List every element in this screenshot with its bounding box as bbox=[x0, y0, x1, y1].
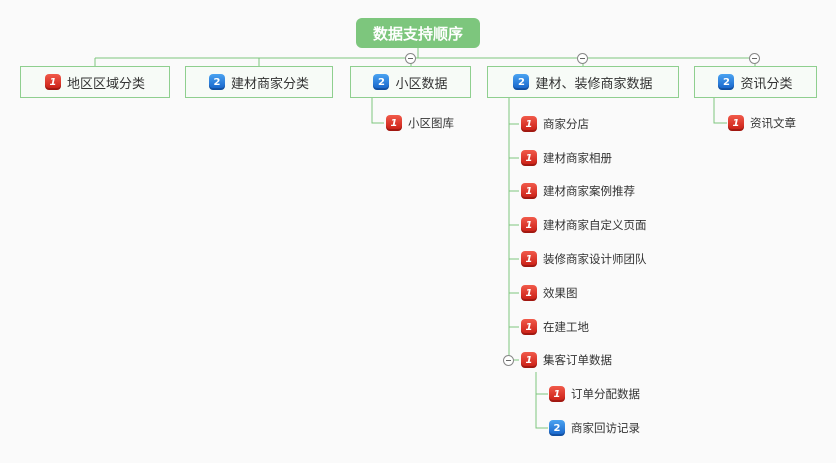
subtopic[interactable]: 2 商家回访记录 bbox=[549, 417, 640, 439]
priority-1-icon: 1 bbox=[521, 285, 537, 301]
subtopic-label: 商家回访记录 bbox=[571, 421, 640, 435]
subtopic[interactable]: 1 建材商家案例推荐 bbox=[521, 180, 635, 202]
branch-topic[interactable]: 2 建材、装修商家数据 bbox=[487, 66, 679, 98]
subtopic-label: 装修商家设计师团队 bbox=[543, 252, 647, 266]
priority-2-icon: 2 bbox=[513, 74, 530, 90]
priority-1-icon: 1 bbox=[521, 352, 537, 368]
subtopic[interactable]: 1 在建工地 bbox=[521, 316, 589, 338]
subtopic-label: 小区图库 bbox=[408, 116, 454, 130]
branch-topic[interactable]: 2 小区数据 bbox=[350, 66, 471, 98]
priority-1-icon: 1 bbox=[728, 115, 744, 131]
priority-1-icon: 1 bbox=[521, 319, 537, 335]
collapse-toggle-icon[interactable] bbox=[503, 355, 514, 366]
priority-2-icon: 2 bbox=[373, 74, 390, 90]
subtopic[interactable]: 1 装修商家设计师团队 bbox=[521, 248, 647, 270]
subtopic-label: 建材商家案例推荐 bbox=[543, 184, 635, 198]
branch-label: 地区区域分类 bbox=[66, 76, 145, 92]
collapse-toggle-icon[interactable] bbox=[577, 53, 588, 64]
branch-topic[interactable]: 2 建材商家分类 bbox=[185, 66, 333, 98]
priority-1-icon: 1 bbox=[549, 386, 565, 402]
branch-topic[interactable]: 1 地区区域分类 bbox=[20, 66, 170, 98]
subtopic[interactable]: 1 资讯文章 bbox=[728, 112, 796, 134]
subtopic[interactable]: 1 建材商家相册 bbox=[521, 147, 612, 169]
priority-1-icon: 1 bbox=[521, 217, 537, 233]
priority-1-icon: 1 bbox=[521, 183, 537, 199]
branch-topic[interactable]: 2 资讯分类 bbox=[694, 66, 817, 98]
priority-1-icon: 1 bbox=[44, 74, 61, 90]
branch-label: 资讯分类 bbox=[740, 76, 793, 92]
branch-label: 建材商家分类 bbox=[230, 76, 309, 92]
subtopic-label: 订单分配数据 bbox=[571, 387, 640, 401]
subtopic-label: 集客订单数据 bbox=[543, 353, 612, 367]
priority-2-icon: 2 bbox=[208, 74, 225, 90]
priority-1-icon: 1 bbox=[521, 116, 537, 132]
priority-2-icon: 2 bbox=[718, 74, 735, 90]
priority-2-icon: 2 bbox=[549, 420, 565, 436]
subtopic-label: 建材商家自定义页面 bbox=[543, 218, 647, 232]
subtopic[interactable]: 1 商家分店 bbox=[521, 113, 589, 135]
collapse-toggle-icon[interactable] bbox=[405, 53, 416, 64]
subtopic[interactable]: 1 小区图库 bbox=[386, 112, 454, 134]
subtopic[interactable]: 1 订单分配数据 bbox=[549, 383, 640, 405]
collapse-toggle-icon[interactable] bbox=[749, 53, 760, 64]
branch-label: 建材、装修商家数据 bbox=[535, 76, 653, 92]
priority-1-icon: 1 bbox=[521, 251, 537, 267]
subtopic[interactable]: 1 集客订单数据 bbox=[521, 349, 612, 371]
root-topic[interactable]: 数据支持顺序 bbox=[356, 18, 480, 48]
priority-1-icon: 1 bbox=[521, 150, 537, 166]
subtopic-label: 商家分店 bbox=[543, 117, 589, 131]
subtopic[interactable]: 1 效果图 bbox=[521, 282, 578, 304]
priority-1-icon: 1 bbox=[386, 115, 402, 131]
subtopic-label: 资讯文章 bbox=[750, 116, 796, 130]
subtopic-label: 效果图 bbox=[543, 286, 578, 300]
subtopic-label: 在建工地 bbox=[543, 320, 589, 334]
subtopic-label: 建材商家相册 bbox=[543, 151, 612, 165]
subtopic[interactable]: 1 建材商家自定义页面 bbox=[521, 214, 647, 236]
branch-label: 小区数据 bbox=[395, 76, 448, 92]
